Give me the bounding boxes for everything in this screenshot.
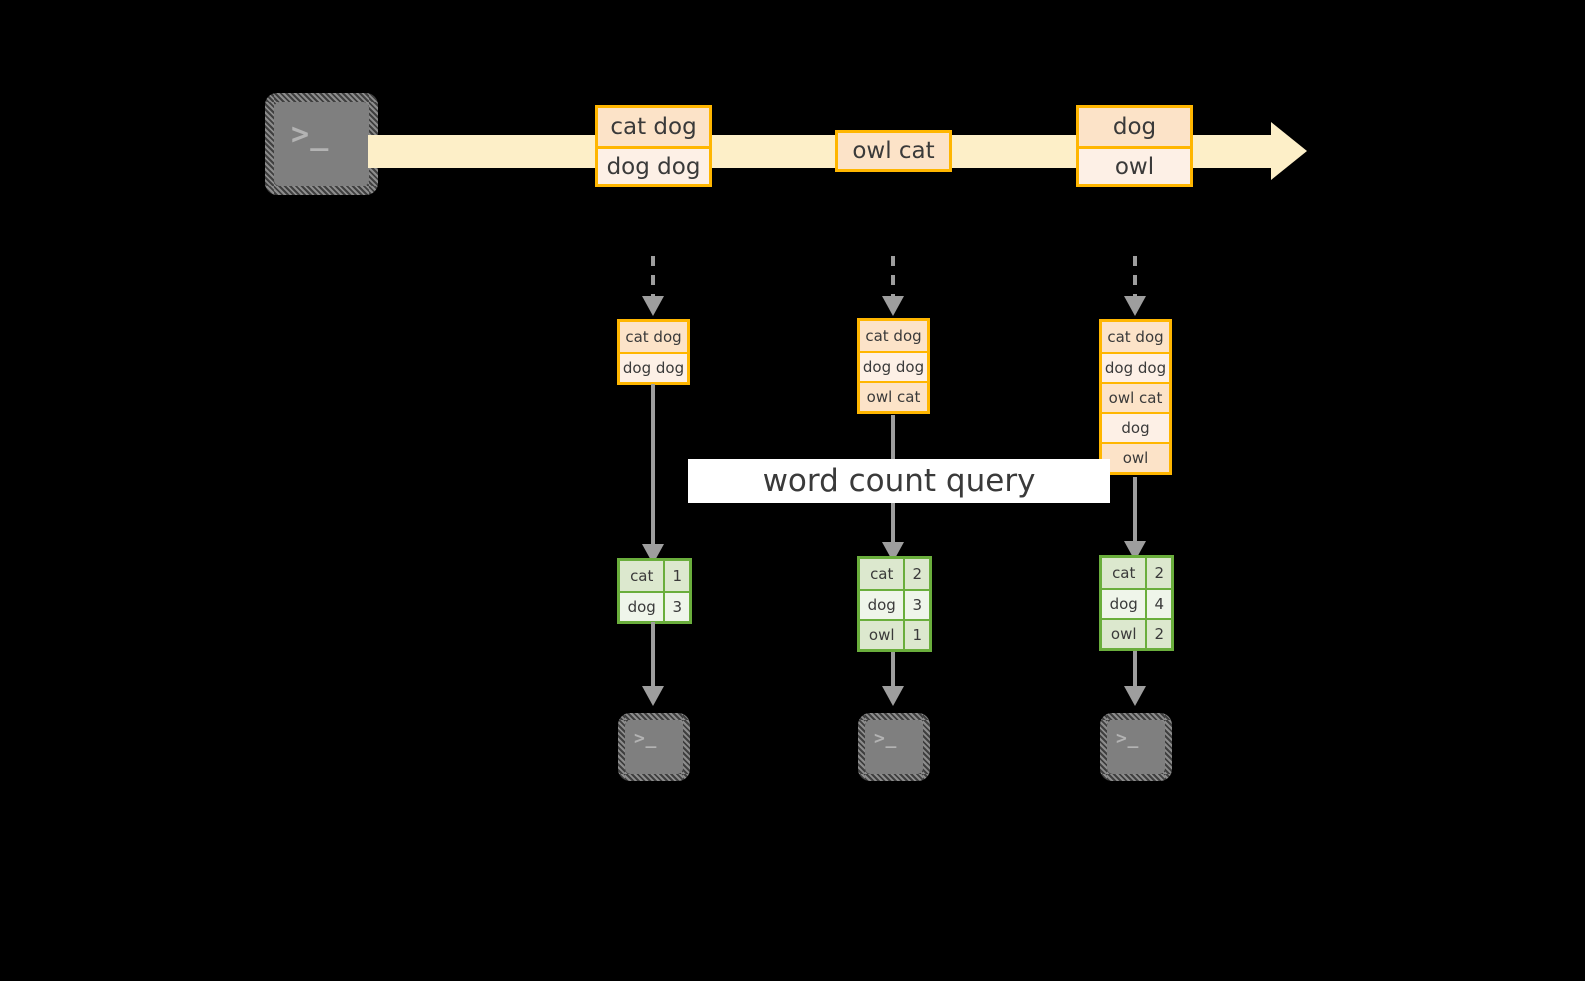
snapshot-row: owl cat	[1102, 382, 1169, 412]
result-table-2: cat 2 dog 3 owl 1	[857, 556, 932, 652]
result-to-sink-arrowhead-3	[1124, 686, 1146, 706]
result-row: cat 2	[860, 559, 929, 589]
result-value: 1	[903, 621, 929, 649]
result-key: cat	[860, 559, 904, 589]
result-to-sink-connector-2	[891, 652, 895, 690]
snapshot-to-result-connector-1	[651, 384, 655, 548]
snapshot-row: cat dog	[1102, 322, 1169, 352]
stream-event: dog	[1079, 108, 1190, 146]
result-to-sink-arrowhead-2	[882, 686, 904, 706]
stream-to-snapshot-connector-3	[1133, 256, 1137, 300]
snapshot-to-result-connector-3	[1133, 477, 1137, 545]
snapshot-row: owl	[1102, 442, 1169, 472]
terminal-prompt-glyph: >_	[291, 117, 330, 152]
stream-to-snapshot-arrowhead-1	[642, 296, 664, 316]
result-to-sink-connector-3	[1133, 651, 1137, 690]
result-row: cat 2	[1102, 558, 1171, 588]
stream-event-group-3: dog owl	[1076, 105, 1193, 187]
snapshot-row: cat dog	[620, 322, 687, 352]
snapshot-row: dog	[1102, 412, 1169, 442]
snapshot-row: dog dog	[860, 351, 927, 381]
sink-terminal-icon-1: >_	[618, 713, 690, 781]
snapshot-row: dog dog	[1102, 352, 1169, 382]
terminal-prompt-glyph: >_	[634, 728, 658, 749]
terminal-screen	[274, 102, 369, 186]
result-value: 3	[903, 591, 929, 619]
result-key: dog	[620, 593, 664, 621]
result-to-sink-arrowhead-1	[642, 686, 664, 706]
query-label: word count query	[762, 463, 1036, 499]
result-row: dog 3	[860, 589, 929, 619]
sink-terminal-icon-3: >_	[1100, 713, 1172, 781]
result-key: dog	[1102, 590, 1146, 618]
stream-to-snapshot-arrowhead-3	[1124, 296, 1146, 316]
result-key: dog	[860, 591, 904, 619]
snapshot-row: owl cat	[860, 381, 927, 411]
result-row: cat 1	[620, 561, 689, 591]
terminal-prompt-glyph: >_	[874, 728, 898, 749]
snapshot-box-1: cat dog dog dog	[617, 319, 690, 385]
snapshot-box-3: cat dog dog dog owl cat dog owl	[1099, 319, 1172, 475]
stream-event: owl	[1079, 146, 1190, 184]
result-value: 1	[663, 561, 689, 591]
stream-event-group-1: cat dog dog dog	[595, 105, 712, 187]
result-value: 4	[1145, 590, 1171, 618]
result-value: 2	[1145, 558, 1171, 588]
terminal-screen	[1107, 720, 1165, 774]
result-row: dog 3	[620, 591, 689, 621]
stream-event-group-2: owl cat	[835, 130, 952, 172]
sink-terminal-icon-2: >_	[858, 713, 930, 781]
snapshot-row: cat dog	[860, 321, 927, 351]
result-value: 3	[663, 593, 689, 621]
result-row: owl 1	[860, 619, 929, 649]
result-key: owl	[1102, 620, 1146, 648]
source-terminal-icon: >_	[265, 93, 378, 195]
result-key: owl	[860, 621, 904, 649]
result-row: dog 4	[1102, 588, 1171, 618]
stream-to-snapshot-connector-1	[651, 256, 655, 300]
snapshot-row: dog dog	[620, 352, 687, 382]
snapshot-box-2: cat dog dog dog owl cat	[857, 318, 930, 414]
result-value: 2	[1145, 620, 1171, 648]
result-table-3: cat 2 dog 4 owl 2	[1099, 555, 1174, 651]
result-value: 2	[903, 559, 929, 589]
stream-to-snapshot-connector-2	[891, 256, 895, 300]
terminal-screen	[625, 720, 683, 774]
stream-event: dog dog	[598, 146, 709, 184]
result-key: cat	[1102, 558, 1146, 588]
result-table-1: cat 1 dog 3	[617, 558, 692, 624]
terminal-screen	[865, 720, 923, 774]
query-label-banner: word count query	[688, 459, 1110, 503]
result-key: cat	[620, 561, 664, 591]
stream-event: cat dog	[598, 108, 709, 146]
stream-event: owl cat	[838, 133, 949, 169]
result-to-sink-connector-1	[651, 622, 655, 690]
terminal-prompt-glyph: >_	[1116, 728, 1140, 749]
event-stream-arrowhead	[1271, 122, 1307, 180]
stream-to-snapshot-arrowhead-2	[882, 296, 904, 316]
result-row: owl 2	[1102, 618, 1171, 648]
